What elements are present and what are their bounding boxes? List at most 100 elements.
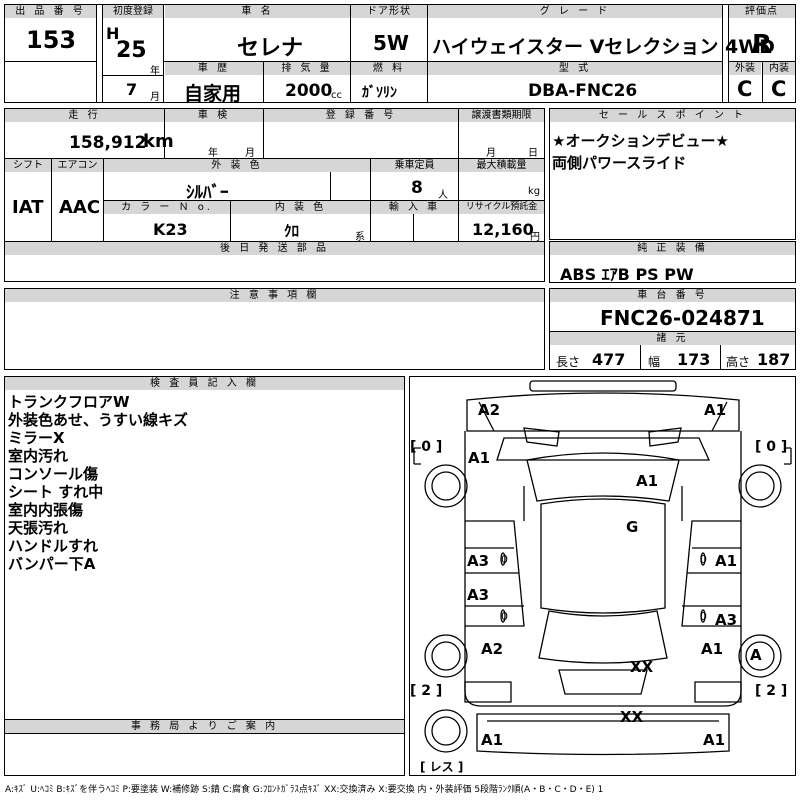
chassis-label: 車 台 番 号 xyxy=(550,289,795,302)
model: DBA-FNC26 xyxy=(528,81,638,101)
mark-left-door-front: A3 xyxy=(467,552,490,570)
note-line: 外装色あせ、うすい線キズ xyxy=(8,411,189,429)
mileage-unit: km xyxy=(143,131,174,152)
height-label: 高さ xyxy=(726,355,751,369)
fuel-label: 燃 料 xyxy=(351,62,427,75)
door-zero-lf: 0 xyxy=(501,553,508,566)
mark-bumper-center: XX xyxy=(620,708,644,726)
chassis-box xyxy=(549,288,796,370)
recycle: 12,160 xyxy=(472,220,534,239)
width-label: 幅 xyxy=(648,355,661,369)
transfer-day-unit: 日 xyxy=(528,148,538,159)
damage-diagram xyxy=(409,376,796,776)
tire-front-right: [ 0 ] xyxy=(755,439,788,455)
sales-point-box xyxy=(549,108,796,240)
grade-label: グ レ ー ド xyxy=(428,5,722,18)
fuel: ｶﾞｿﾘﾝ xyxy=(362,85,397,101)
interior-color-unit: 系 xyxy=(355,232,365,243)
height: 187 xyxy=(757,350,791,369)
specs-label: 諸 元 xyxy=(550,332,795,345)
note-line: ハンドルすれ xyxy=(8,537,99,555)
inspector-label: 検 査 員 記 入 欄 xyxy=(5,377,404,390)
color-label: 外 装 色 xyxy=(104,159,370,172)
car-name-label: 車 名 xyxy=(165,5,350,18)
inspection-label: 車 検 xyxy=(165,109,263,122)
reg-year: 25 xyxy=(116,38,147,63)
shift-label: シフト xyxy=(5,159,51,172)
mark-right-door-rear: A3 xyxy=(715,611,738,629)
vehicle-details-block xyxy=(4,108,545,282)
header-block xyxy=(4,4,796,103)
color: ｼﾙﾊﾞｰ xyxy=(186,183,229,203)
history: 自家用 xyxy=(184,83,242,105)
door: 5W xyxy=(373,31,409,55)
import-label: 輸 入 車 xyxy=(371,201,458,214)
note-line: 天張汚れ xyxy=(8,519,69,537)
recycle-unit: 円 xyxy=(530,232,540,243)
color-no-label: カ ラ ー Ｎ o. xyxy=(104,201,230,214)
mark-left-quarter: A2 xyxy=(481,640,504,658)
mark-left-door-rear: A3 xyxy=(467,586,490,604)
mileage: 158,912 xyxy=(69,133,147,153)
mark-bottom-right: A1 xyxy=(703,731,726,749)
mark-bottom-left: A1 xyxy=(481,731,504,749)
note-line: ミラーX xyxy=(8,429,65,447)
door-zero-rr: 0 xyxy=(700,610,707,623)
tire-front-left: [ 0 ] xyxy=(410,439,443,455)
tire-rear-right: [ 2 ] xyxy=(755,683,788,699)
equipment-items: ABS ｴｱB PS PW xyxy=(560,265,694,284)
transfer-label: 譲渡書類期限 xyxy=(459,109,544,122)
capacity: 8 xyxy=(411,178,423,198)
mark-top-left: A2 xyxy=(478,401,501,419)
load-label: 最大積載量 xyxy=(459,159,544,172)
note-line: バンパー下A xyxy=(8,555,96,573)
reg-month: 7 xyxy=(126,80,138,99)
legend: A:ｷｽﾞ U:ﾍｺﾐ B:ｷｽﾞを伴うﾍｺﾐ P:要塗装 W:補修跡 S:錆 … xyxy=(5,785,604,795)
note-line: 室内内張傷 xyxy=(8,501,84,519)
office-label: 事 務 局 よ り ご 案 内 xyxy=(5,720,404,733)
later-parts-label: 後 日 発 送 部 品 xyxy=(5,242,544,255)
score-label: 評価点 xyxy=(728,5,795,18)
inspector-box xyxy=(4,376,405,776)
tire-rear-left: [ 2 ] xyxy=(410,683,443,699)
mileage-label: 走 行 xyxy=(5,109,164,122)
capacity-label: 乗車定員 xyxy=(371,159,458,172)
equipment-box xyxy=(549,241,796,283)
note-line: シート すれ中 xyxy=(8,483,104,501)
notes-label: 注 意 事 項 欄 xyxy=(5,289,544,302)
ac: AAC xyxy=(59,197,101,218)
month-unit: 月 xyxy=(150,92,160,103)
displacement-unit: cc xyxy=(331,90,342,101)
car-name: セレナ xyxy=(237,36,304,61)
equipment-label: 純 正 装 備 xyxy=(550,242,795,255)
score: R xyxy=(752,30,773,60)
interior-color: ｸﾛ xyxy=(284,222,300,240)
door-zero-lr: 0 xyxy=(501,610,508,623)
displacement: 2000 xyxy=(285,81,333,101)
mark-hood: A1 xyxy=(636,472,659,490)
displacement-label: 排 気 量 xyxy=(264,62,350,75)
plate-label: 登 録 番 号 xyxy=(264,109,458,122)
exterior-label: 外装 xyxy=(729,62,761,75)
exterior-score: C xyxy=(737,77,753,101)
insp-year-unit: 年 xyxy=(208,148,218,159)
door-label: ドア形状 xyxy=(351,5,427,18)
chassis-number: FNC26-024871 xyxy=(600,306,765,330)
load-unit: kg xyxy=(528,186,541,197)
notes-box xyxy=(4,288,545,370)
mark-rear-tire-right: A xyxy=(750,646,762,664)
car-diagram xyxy=(413,380,792,756)
width: 173 xyxy=(677,350,711,369)
sales-point-line1: ★オークションデビュー★ xyxy=(552,132,729,150)
interior-label: 内装 xyxy=(763,62,795,75)
mark-right-door-front: A1 xyxy=(715,552,738,570)
interior-score: C xyxy=(771,77,787,101)
lot-no-label: 出 品 番 号 xyxy=(5,5,96,18)
transfer-month-unit: 月 xyxy=(486,148,496,159)
grade: ハイウェイスター Vセレクション 4WD xyxy=(432,36,775,58)
length: 477 xyxy=(592,350,626,369)
history-label: 車 歴 xyxy=(165,62,263,75)
capacity-unit: 人 xyxy=(438,190,448,201)
note-line: 室内汚れ xyxy=(8,447,69,465)
color-no: K23 xyxy=(153,220,188,239)
